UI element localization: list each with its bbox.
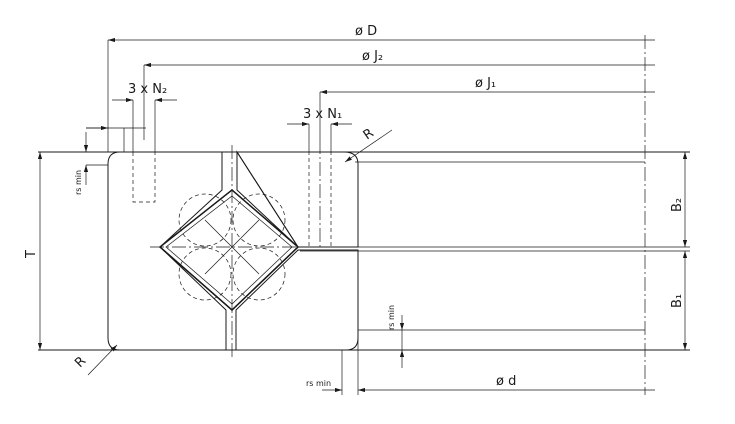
dim-upper-height: B₂ bbox=[670, 198, 685, 212]
dim-bolt-circle-j1: ø J₁ bbox=[475, 76, 496, 91]
roller-raceway bbox=[150, 145, 310, 358]
dim-chamfer-right: rs min bbox=[387, 305, 396, 330]
dim-lower-height: B₁ bbox=[670, 294, 685, 308]
mounting-hole-n2 bbox=[132, 151, 156, 203]
mounting-hole-n1 bbox=[308, 140, 332, 250]
dim-radius-bottom: R bbox=[72, 354, 89, 371]
dim-outer-diameter: ø D bbox=[355, 24, 377, 39]
dim-bolt-circle-j2: ø J₂ bbox=[362, 49, 383, 64]
dim-chamfer-bottom: rs min bbox=[306, 379, 331, 388]
outer-ring-section bbox=[107, 151, 227, 351]
dim-total-height: T bbox=[24, 250, 39, 259]
dim-chamfer-left: rs min bbox=[74, 170, 83, 195]
dim-radius-top: R bbox=[361, 126, 377, 143]
dim-holes-n2: 3 x N₂ bbox=[128, 82, 167, 97]
dim-inner-diameter: ø d bbox=[496, 374, 516, 389]
dim-holes-n1: 3 x N₁ bbox=[303, 107, 342, 122]
